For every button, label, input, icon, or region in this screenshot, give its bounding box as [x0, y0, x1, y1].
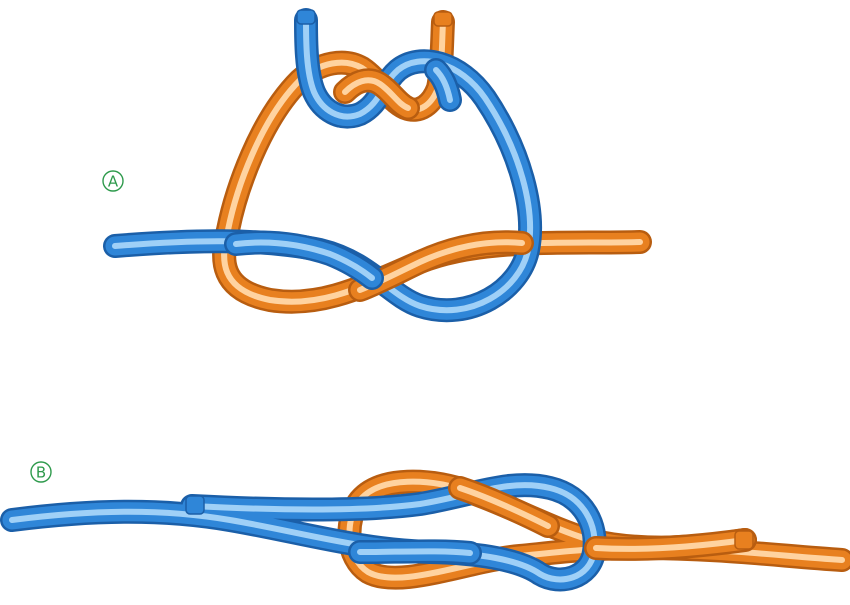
step-a-label-text: A [108, 173, 119, 191]
blue-rope-b-over [348, 539, 482, 565]
step-b-figure: B [0, 461, 850, 592]
blue-end-cap-b [185, 495, 205, 515]
step-b-label: B [30, 461, 52, 483]
blue-rope-b [0, 473, 607, 592]
step-b-label-text: B [36, 464, 46, 482]
orange-end-cap-b [734, 530, 754, 550]
orange-end-cap-a [433, 11, 453, 27]
step-a-figure: A [102, 8, 652, 323]
blue-end-cap-a [296, 9, 316, 25]
step-a-label: A [102, 170, 124, 192]
orange-rope-b-over [448, 476, 757, 561]
blue-rope-a-over [224, 58, 462, 290]
